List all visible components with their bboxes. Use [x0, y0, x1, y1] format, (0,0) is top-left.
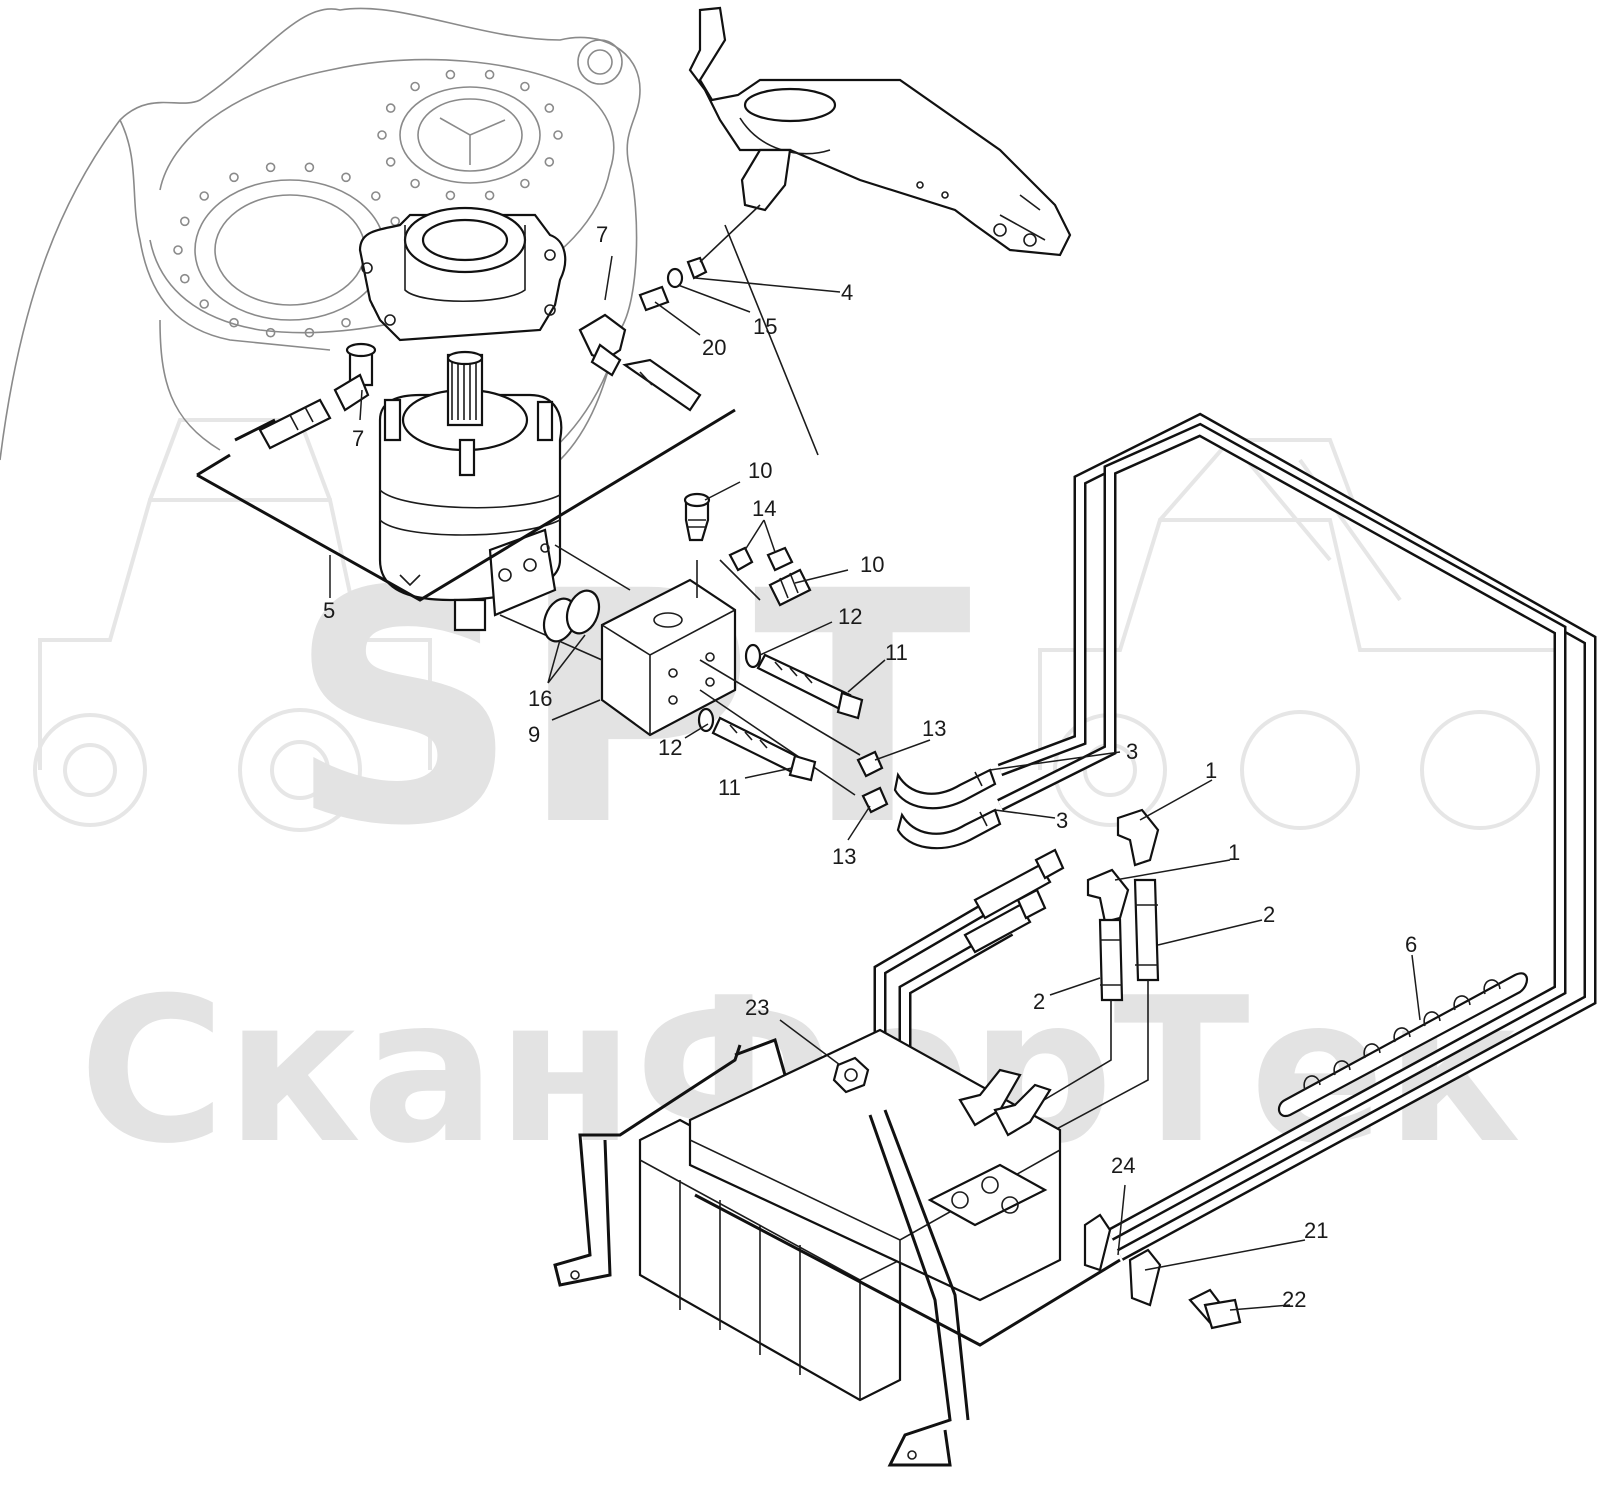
- housing-bolt-hole: [544, 103, 555, 113]
- housing-bolt-hole: [520, 178, 530, 189]
- callout-9: 9: [528, 722, 540, 747]
- callout-23: 23: [745, 995, 769, 1020]
- housing-bolt-hole: [304, 327, 315, 338]
- callout-16: 16: [528, 686, 552, 711]
- watermark-tractor-right: [1038, 438, 1562, 830]
- callout-10-lower: 10: [860, 552, 884, 577]
- housing-bolt-hole: [445, 69, 456, 80]
- callout-7-lower: 7: [352, 426, 364, 451]
- callout-21: 21: [1304, 1218, 1328, 1243]
- leader-lines: [329, 255, 1421, 1311]
- housing-bolt-hole: [410, 81, 420, 92]
- housing-bolt-hole: [199, 299, 209, 309]
- housing-bolt-hole: [304, 162, 315, 173]
- housing-bolt-hole: [370, 191, 381, 201]
- callout-22: 22: [1282, 1287, 1306, 1312]
- valve-block: [499, 544, 861, 796]
- housing-bolt-hole: [544, 157, 555, 167]
- callout-1-lower: 1: [1228, 840, 1240, 865]
- housing-bolt-hole: [229, 172, 239, 183]
- callout-7-upper: 7: [596, 222, 608, 247]
- housing-bolt-hole: [229, 317, 239, 328]
- housing-bolt-hole: [180, 216, 190, 227]
- callout-14: 14: [752, 496, 776, 521]
- housing-bolt-hole: [385, 157, 396, 167]
- housing-bolt-hole: [553, 130, 563, 140]
- housing-bolt-hole: [265, 327, 276, 338]
- callout-12-lower: 12: [658, 735, 682, 760]
- callout-13-lower: 13: [832, 844, 856, 869]
- housing-bolt-hole: [341, 317, 351, 328]
- callout-20: 20: [702, 335, 726, 360]
- control-valve-assembly: [553, 1028, 1242, 1467]
- callout-5: 5: [323, 598, 335, 623]
- callout-4: 4: [841, 280, 853, 305]
- callout-2-left: 2: [1033, 989, 1045, 1014]
- callout-12-upper: 12: [838, 604, 862, 629]
- housing-bolt-hole: [484, 69, 495, 80]
- housing-bolt-hole: [385, 103, 396, 113]
- steering-pump: [378, 350, 563, 632]
- callout-15: 15: [753, 314, 777, 339]
- callout-24: 24: [1111, 1153, 1135, 1178]
- fittings-1-2: [959, 808, 1160, 1171]
- callout-13-upper: 13: [922, 716, 946, 741]
- housing-bolt-hole: [410, 178, 420, 189]
- spiral-guard: [1277, 972, 1528, 1118]
- housing-bolt-hole: [390, 216, 401, 227]
- housing-bolt-hole: [484, 190, 495, 201]
- callout-11-lower: 11: [718, 775, 741, 800]
- housing-bolt-hole: [341, 172, 351, 183]
- steering-bracket: [688, 6, 1072, 257]
- housing-bolt-hole: [520, 81, 530, 92]
- housing-bolt-hole: [377, 130, 387, 140]
- callout-10-upper: 10: [748, 458, 772, 483]
- callout-6: 6: [1405, 932, 1417, 957]
- callout-11-upper: 11: [885, 640, 908, 665]
- housing-bolt-hole: [445, 190, 456, 201]
- adapter-flange: [358, 206, 567, 342]
- housing-bolt-hole: [265, 162, 276, 173]
- pump-hoses-top: [196, 204, 819, 602]
- housing-bolt-hole: [173, 245, 183, 255]
- housing-bolt-hole: [199, 191, 209, 201]
- small-parts: [542, 492, 1002, 850]
- callout-1-upper: 1: [1205, 758, 1217, 783]
- housing-bolt-hole: [180, 273, 190, 284]
- callout-2-right: 2: [1263, 902, 1275, 927]
- callout-3-upper: 3: [1126, 739, 1138, 764]
- callout-3-lower: 3: [1056, 808, 1068, 833]
- callout-labels: 7 7 4 15 20 5 10 14 10 12 11 16 9 12 11 …: [323, 222, 1417, 1312]
